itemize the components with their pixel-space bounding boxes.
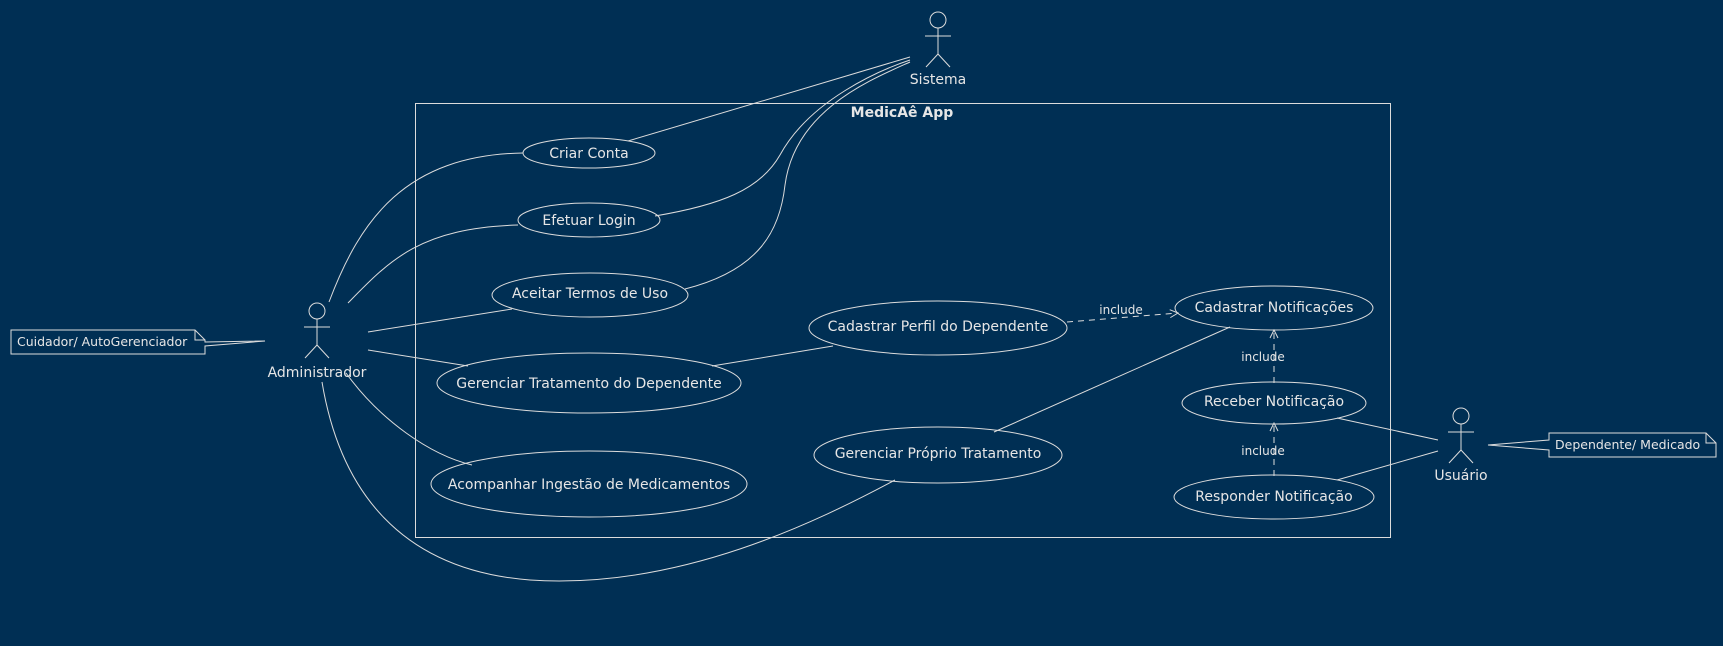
actor-sistema[interactable]: Sistema [910,11,966,88]
note-label-usuario: Dependente/ Medicado [1555,437,1700,452]
actor-label-usuario: Usuário [1434,468,1487,484]
svg-text:Gerenciar Próprio Tratamento: Gerenciar Próprio Tratamento [835,446,1042,462]
stick-figure-icon [925,11,951,68]
note-label-administrador: Cuidador/ AutoGerenciador [17,334,188,349]
use-case-receber-notificacao[interactable]: Receber Notificação [1181,381,1367,425]
svg-text:Receber Notificação: Receber Notificação [1204,394,1344,410]
assoc-gerenciar-dependente-perfil [711,345,834,367]
include-label-3: include [1241,444,1284,458]
assoc-usuario-responder [1336,450,1439,481]
svg-text:Cadastrar Notificações: Cadastrar Notificações [1195,300,1354,316]
assoc-sistema-efetuar-login [654,59,911,217]
svg-text:Acompanhar Ingestão de Medicam: Acompanhar Ingestão de Medicamentos [448,477,730,493]
use-case-gerenciar-tratamento-dependente[interactable]: Gerenciar Tratamento do Dependente [436,352,742,414]
use-case-cadastrar-perfil-dependente[interactable]: Cadastrar Perfil do Dependente [808,300,1068,356]
note-usuario: Dependente/ Medicado [1487,432,1717,458]
associations [321,56,1439,582]
use-case-criar-conta[interactable]: Criar Conta [522,137,656,169]
assoc-sistema-aceitar-termos [684,61,911,290]
include-label-2: include [1241,350,1284,364]
use-case-acompanhar-ingestao[interactable]: Acompanhar Ingestão de Medicamentos [430,450,748,518]
assoc-usuario-receber [1336,417,1439,441]
stick-figure-icon [304,302,330,359]
svg-text:Aceitar Termos de Uso: Aceitar Termos de Uso [512,286,668,302]
assoc-admin-proprio-tratamento [321,381,896,582]
use-case-aceitar-termos[interactable]: Aceitar Termos de Uso [491,272,689,318]
include-perfil-to-notificacoes [1066,313,1178,323]
actor-label-sistema: Sistema [910,72,966,88]
include-label-1: include [1099,303,1142,317]
assoc-admin-gerenciar-dependente [367,349,469,367]
use-case-efetuar-login[interactable]: Efetuar Login [517,202,661,238]
use-case-cadastrar-notificacoes[interactable]: Cadastrar Notificações [1174,285,1374,331]
assoc-admin-efetuar-login [347,224,519,304]
svg-text:Cadastrar Perfil do Dependente: Cadastrar Perfil do Dependente [828,319,1049,335]
stick-figure-icon [1448,407,1474,464]
assoc-sistema-criar-conta [627,56,911,142]
use-case-gerenciar-proprio-tratamento[interactable]: Gerenciar Próprio Tratamento [813,426,1063,484]
assoc-admin-acompanhar [345,372,473,466]
assoc-admin-criar-conta [328,152,524,303]
system-boundary: MedicAê App [415,103,1391,538]
svg-text:Responder Notificação: Responder Notificação [1195,489,1352,505]
svg-text:Gerenciar Tratamento do Depend: Gerenciar Tratamento do Dependente [456,376,721,392]
svg-text:Criar Conta: Criar Conta [549,146,629,162]
use-case-responder-notificacao[interactable]: Responder Notificação [1173,474,1375,520]
include-relations: include include include [1066,303,1285,476]
assoc-proprio-tratamento-notificacoes [993,326,1231,433]
actor-usuario[interactable]: Usuário [1434,407,1488,484]
note-administrador: Cuidador/ AutoGerenciador [10,329,266,355]
actor-administrador[interactable]: Administrador [268,302,367,381]
svg-text:Efetuar Login: Efetuar Login [542,213,635,229]
actor-label-administrador: Administrador [268,365,367,381]
system-title: MedicAê App [851,105,954,121]
assoc-admin-aceitar-termos [367,308,513,333]
